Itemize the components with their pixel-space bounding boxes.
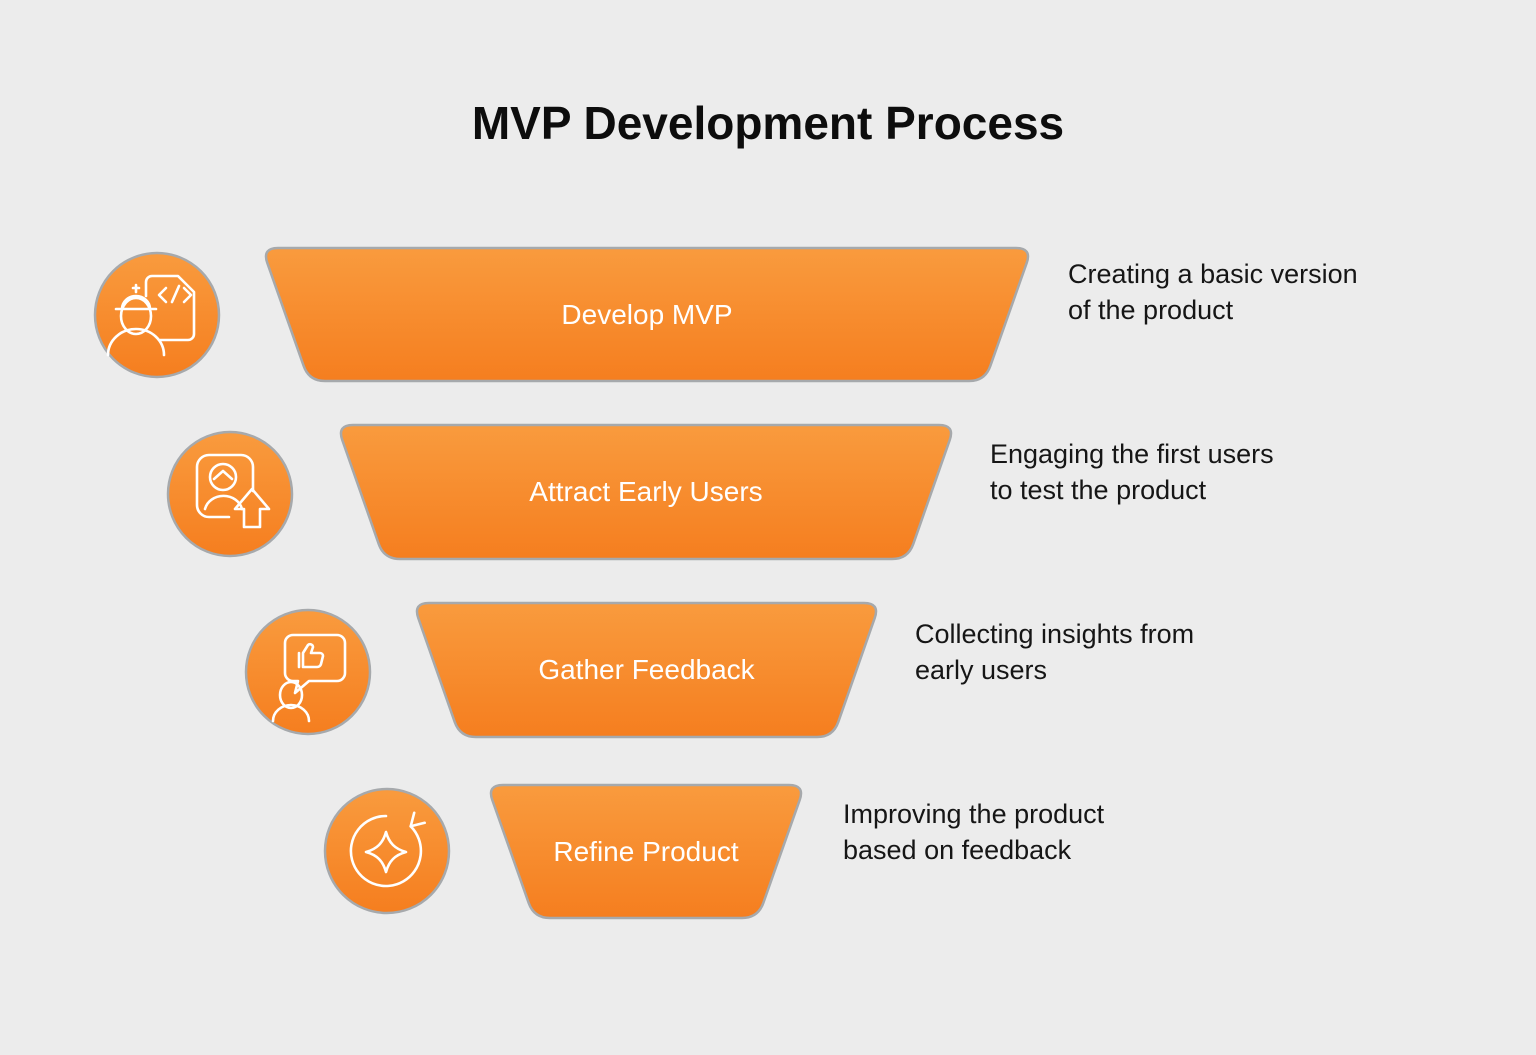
person-speech-bubble-thumbs-up-icon [243,607,373,737]
stage-description-gather-feedback: Collecting insights from early users [915,619,1195,685]
stage-description-attract-early-users: Engaging the first users to test the pro… [990,439,1274,505]
stage-shape-gather-feedback [415,601,878,739]
stage-shape-develop-mvp [264,246,1030,383]
stage-description-refine-product: Improving the product based on feedback [843,799,1105,865]
engineer-code-document-icon [92,250,222,380]
stage-description-develop-mvp: Creating a basic version of the product [1068,259,1358,325]
stage-label-refine-product: Refine Product [553,835,739,867]
refresh-sparkle-icon [322,786,452,916]
stage-shape-attract-early-users [339,423,953,561]
stage-shape-refine-product [489,783,803,920]
user-profile-up-arrow-icon [165,429,295,559]
page-title: MVP Development Process [471,97,1065,149]
stage-label-attract-early-users: Attract Early Users [529,476,763,507]
stage-label-develop-mvp: Develop MVP [561,298,733,330]
stage-label-gather-feedback: Gather Feedback [538,654,755,685]
